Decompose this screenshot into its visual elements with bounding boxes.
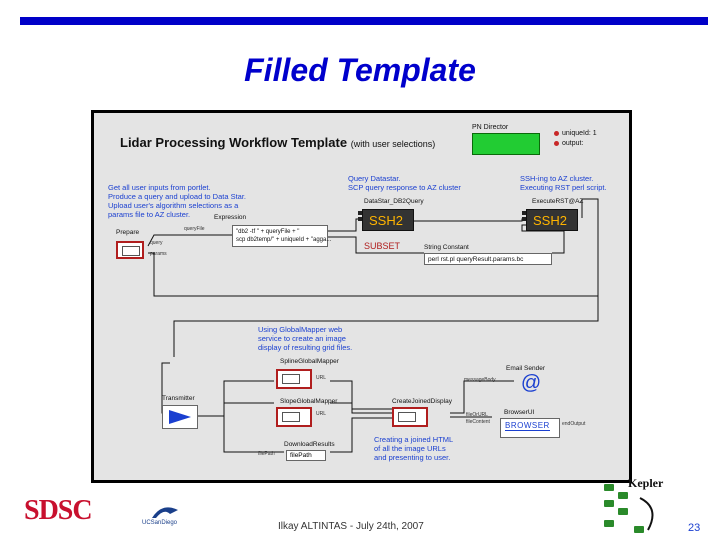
footer-text: Ilkay ALTINTAS - July 24th, 2007 [278,521,424,532]
execute-rst-ssh-actor[interactable]: SSH2 [526,209,578,231]
actor-icon [282,412,300,422]
file-path-box[interactable]: filePath [286,450,326,461]
note-mapper: Using GlobalMapper web service to create… [258,325,353,352]
transmitter-icon [169,410,191,424]
string-constant-actor[interactable]: perl rst.pl queryResult.params.bc [424,253,552,265]
execute-rst-label: ExecuteRST@AZ [532,198,584,205]
note-prepare: Get all user inputs from portlet. Produc… [108,183,247,219]
director-label: PN Director [472,124,509,131]
param-uniqueid[interactable]: uniqueId: 1 [554,130,597,137]
spline-label: SplineGlobalMapper [280,358,339,365]
email-label: Email Sender [506,365,546,372]
workflow-screenshot: Lidar Processing Workflow Template (with… [91,110,632,483]
slope-label: SlopeGlobalMapper [280,398,338,405]
note-html: Creating a joined HTML of all the image … [374,435,454,462]
pn-director-box[interactable] [472,133,540,155]
port-query: query [150,240,163,246]
top-rule [20,17,708,25]
workflow-title: Lidar Processing Workflow Template (with… [120,135,435,150]
email-at-icon[interactable]: @ [520,372,542,394]
prepare-label: Prepare [116,229,140,236]
port-url-1: URL [316,375,327,381]
port-message-body: messageBody [464,377,496,383]
prepare-actor[interactable] [116,241,144,259]
browser-actor[interactable]: BROWSER [500,418,560,438]
expression-actor[interactable]: "db2 -tf " + queryFile + " scp db2temp/"… [232,225,332,247]
browser-text: BROWSER [505,421,550,431]
download-label: DownloadResults [284,441,335,448]
port-queryfile: queryFile [184,226,205,232]
port-rst-1 [522,211,527,215]
port-rst-2 [522,217,527,221]
expression-text: "db2 -tf " + queryFile + " scp db2temp/"… [236,229,332,243]
slope-actor[interactable] [276,407,312,427]
port-datastar-2 [358,217,363,221]
port-url-2: URL [316,411,327,417]
actor-icon [122,246,140,256]
port-filepath-in: filePath [258,451,275,457]
ucsd-logo-text: UCSanDiego [142,520,178,526]
datastar-ssh-actor[interactable]: SSH2 [362,209,414,231]
joined-actor[interactable] [392,407,428,427]
datastar-label: DataStar_DB2Query [364,198,424,205]
note-ssh: SSH-ing to AZ cluster. Executing RST per… [520,174,607,192]
port-params: params [150,251,167,257]
page-number: 23 [688,522,701,534]
port-file-or-url: fileOrURL [466,412,488,418]
slide-title: Filled Template [244,52,476,88]
browserui-label: BrowserUI [504,409,535,416]
expression-label: Expression [214,214,247,221]
port-end-output: endOutput [562,421,586,427]
transmitter-label: Transmitter [162,395,195,402]
workflow-title-text: Lidar Processing Workflow Template [120,135,348,150]
workflow-wires [147,198,599,453]
sdsc-logo: SDSC [24,495,93,526]
joined-label: CreateJoinedDisplay [392,398,452,405]
param-output[interactable]: output: [554,140,583,147]
transmitter-actor[interactable] [162,405,198,429]
ucsd-logo-icon [152,507,178,518]
spline-actor[interactable] [276,369,312,389]
actor-icon [398,412,416,422]
string-constant-label: String Constant [424,244,469,251]
port-file-content: fileContent [466,419,490,425]
subset-label: SUBSET [364,241,401,251]
workflow-subtitle: (with user selections) [350,139,436,149]
note-query: Query Datastar. SCP query response to AZ… [348,174,461,192]
kepler-logo-text: Kepler [628,476,664,490]
port-datastar-1 [358,211,363,215]
workflow-canvas: Lidar Processing Workflow Template (with… [94,113,629,480]
kepler-logo-icon [604,484,654,533]
actor-icon [282,374,300,384]
